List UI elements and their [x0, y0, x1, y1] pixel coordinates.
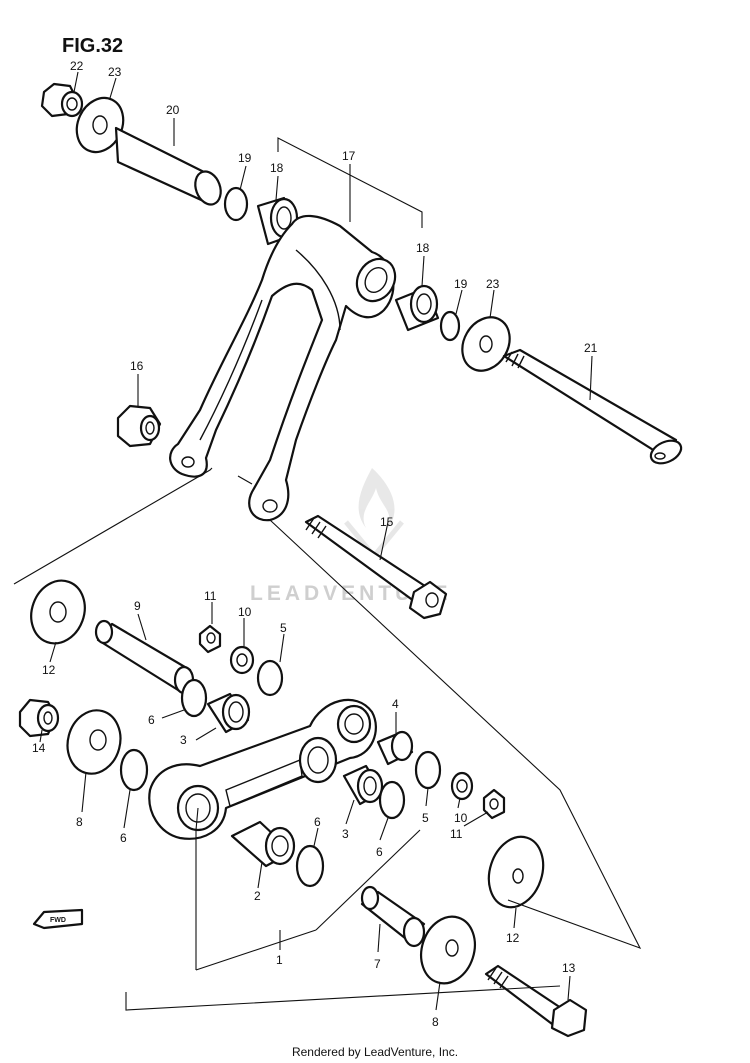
part-5-seal-upper	[256, 659, 284, 697]
callout-8: 8	[432, 1015, 439, 1029]
callout-numbers: 22 23 20 19 18 17 18 19 23 21 16 15 11 1…	[32, 59, 598, 1029]
callout-13: 13	[562, 961, 576, 975]
part-6-seal-upper	[180, 678, 208, 718]
part-23-washer-right	[461, 316, 511, 372]
callout-9: 9	[134, 599, 141, 613]
part-22-nut	[40, 82, 84, 118]
part-15-bolt	[304, 514, 448, 620]
part-6-seal-left	[119, 748, 149, 792]
callout-18: 18	[416, 241, 430, 255]
callout-23: 23	[486, 277, 500, 291]
callout-3: 3	[180, 733, 187, 747]
part-12-washer-left	[30, 579, 86, 645]
part-8-washer-right	[420, 915, 476, 985]
group-bracket-lines	[13, 137, 642, 1011]
callout-18: 18	[270, 161, 284, 175]
callout-4: 4	[392, 697, 399, 711]
callout-19: 19	[454, 277, 468, 291]
footer-credit: Rendered by LeadVenture, Inc.	[291, 1045, 459, 1059]
callout-23: 23	[108, 65, 122, 79]
callout-leaders	[39, 71, 593, 1011]
fwd-label: FWD	[50, 917, 66, 924]
part-2-bearing	[230, 820, 296, 868]
callout-12: 12	[506, 931, 520, 945]
callout-11: 11	[450, 827, 463, 841]
part-17-cushion-lever	[169, 214, 397, 522]
callout-19: 19	[238, 151, 252, 165]
part-16-nut	[116, 404, 162, 448]
callout-5: 5	[280, 621, 287, 635]
part-3-bearing-upper	[206, 692, 251, 734]
callout-3: 3	[342, 827, 349, 841]
callout-17: 17	[342, 149, 356, 163]
part-18-bearing-right	[394, 284, 440, 332]
callout-10: 10	[454, 811, 468, 825]
callout-5: 5	[422, 811, 429, 825]
part-9-spacer	[94, 619, 195, 695]
callout-6: 6	[314, 815, 321, 829]
part-19-seal-left	[223, 186, 249, 222]
part-12-washer-right	[487, 835, 545, 909]
part-6-seal-lower-left	[295, 844, 325, 888]
part-20-spacer	[114, 126, 222, 206]
callout-16: 16	[130, 359, 144, 373]
callout-20: 20	[166, 103, 180, 117]
callout-10: 10	[238, 605, 252, 619]
callout-21: 21	[584, 341, 598, 355]
part-10-seal-upper	[229, 645, 255, 675]
figure-label: FIG.32	[62, 35, 123, 57]
callout-14: 14	[32, 741, 46, 755]
part-21-bolt	[502, 348, 683, 465]
part-5-seal-lower	[414, 750, 442, 790]
fwd-arrow-icon: FWD	[32, 908, 84, 930]
callout-11: 11	[204, 589, 217, 603]
part-7-spacer	[360, 885, 426, 948]
part-11-seal-lower	[482, 788, 506, 820]
callout-6: 6	[376, 845, 383, 859]
callout-1: 1	[276, 953, 283, 967]
callout-8: 8	[76, 815, 83, 829]
part-11-seal-upper	[198, 624, 222, 654]
part-6-seal-lower-right	[378, 780, 406, 820]
part-1-cushion-rod	[148, 698, 377, 840]
part-10-seal-lower	[450, 771, 474, 801]
callout-7: 7	[374, 957, 381, 971]
part-8-washer-left	[66, 709, 122, 775]
callout-6: 6	[120, 831, 127, 845]
callout-22: 22	[70, 59, 84, 73]
callout-2: 2	[254, 889, 261, 903]
part-19-seal-right	[439, 310, 461, 342]
part-4-spacer	[376, 730, 414, 766]
part-13-bolt	[484, 964, 588, 1038]
callout-12: 12	[42, 663, 56, 677]
part-3-bearing-lower	[342, 764, 384, 806]
callout-6: 6	[148, 713, 155, 727]
callout-15: 15	[380, 515, 394, 529]
part-14-nut	[18, 698, 60, 738]
